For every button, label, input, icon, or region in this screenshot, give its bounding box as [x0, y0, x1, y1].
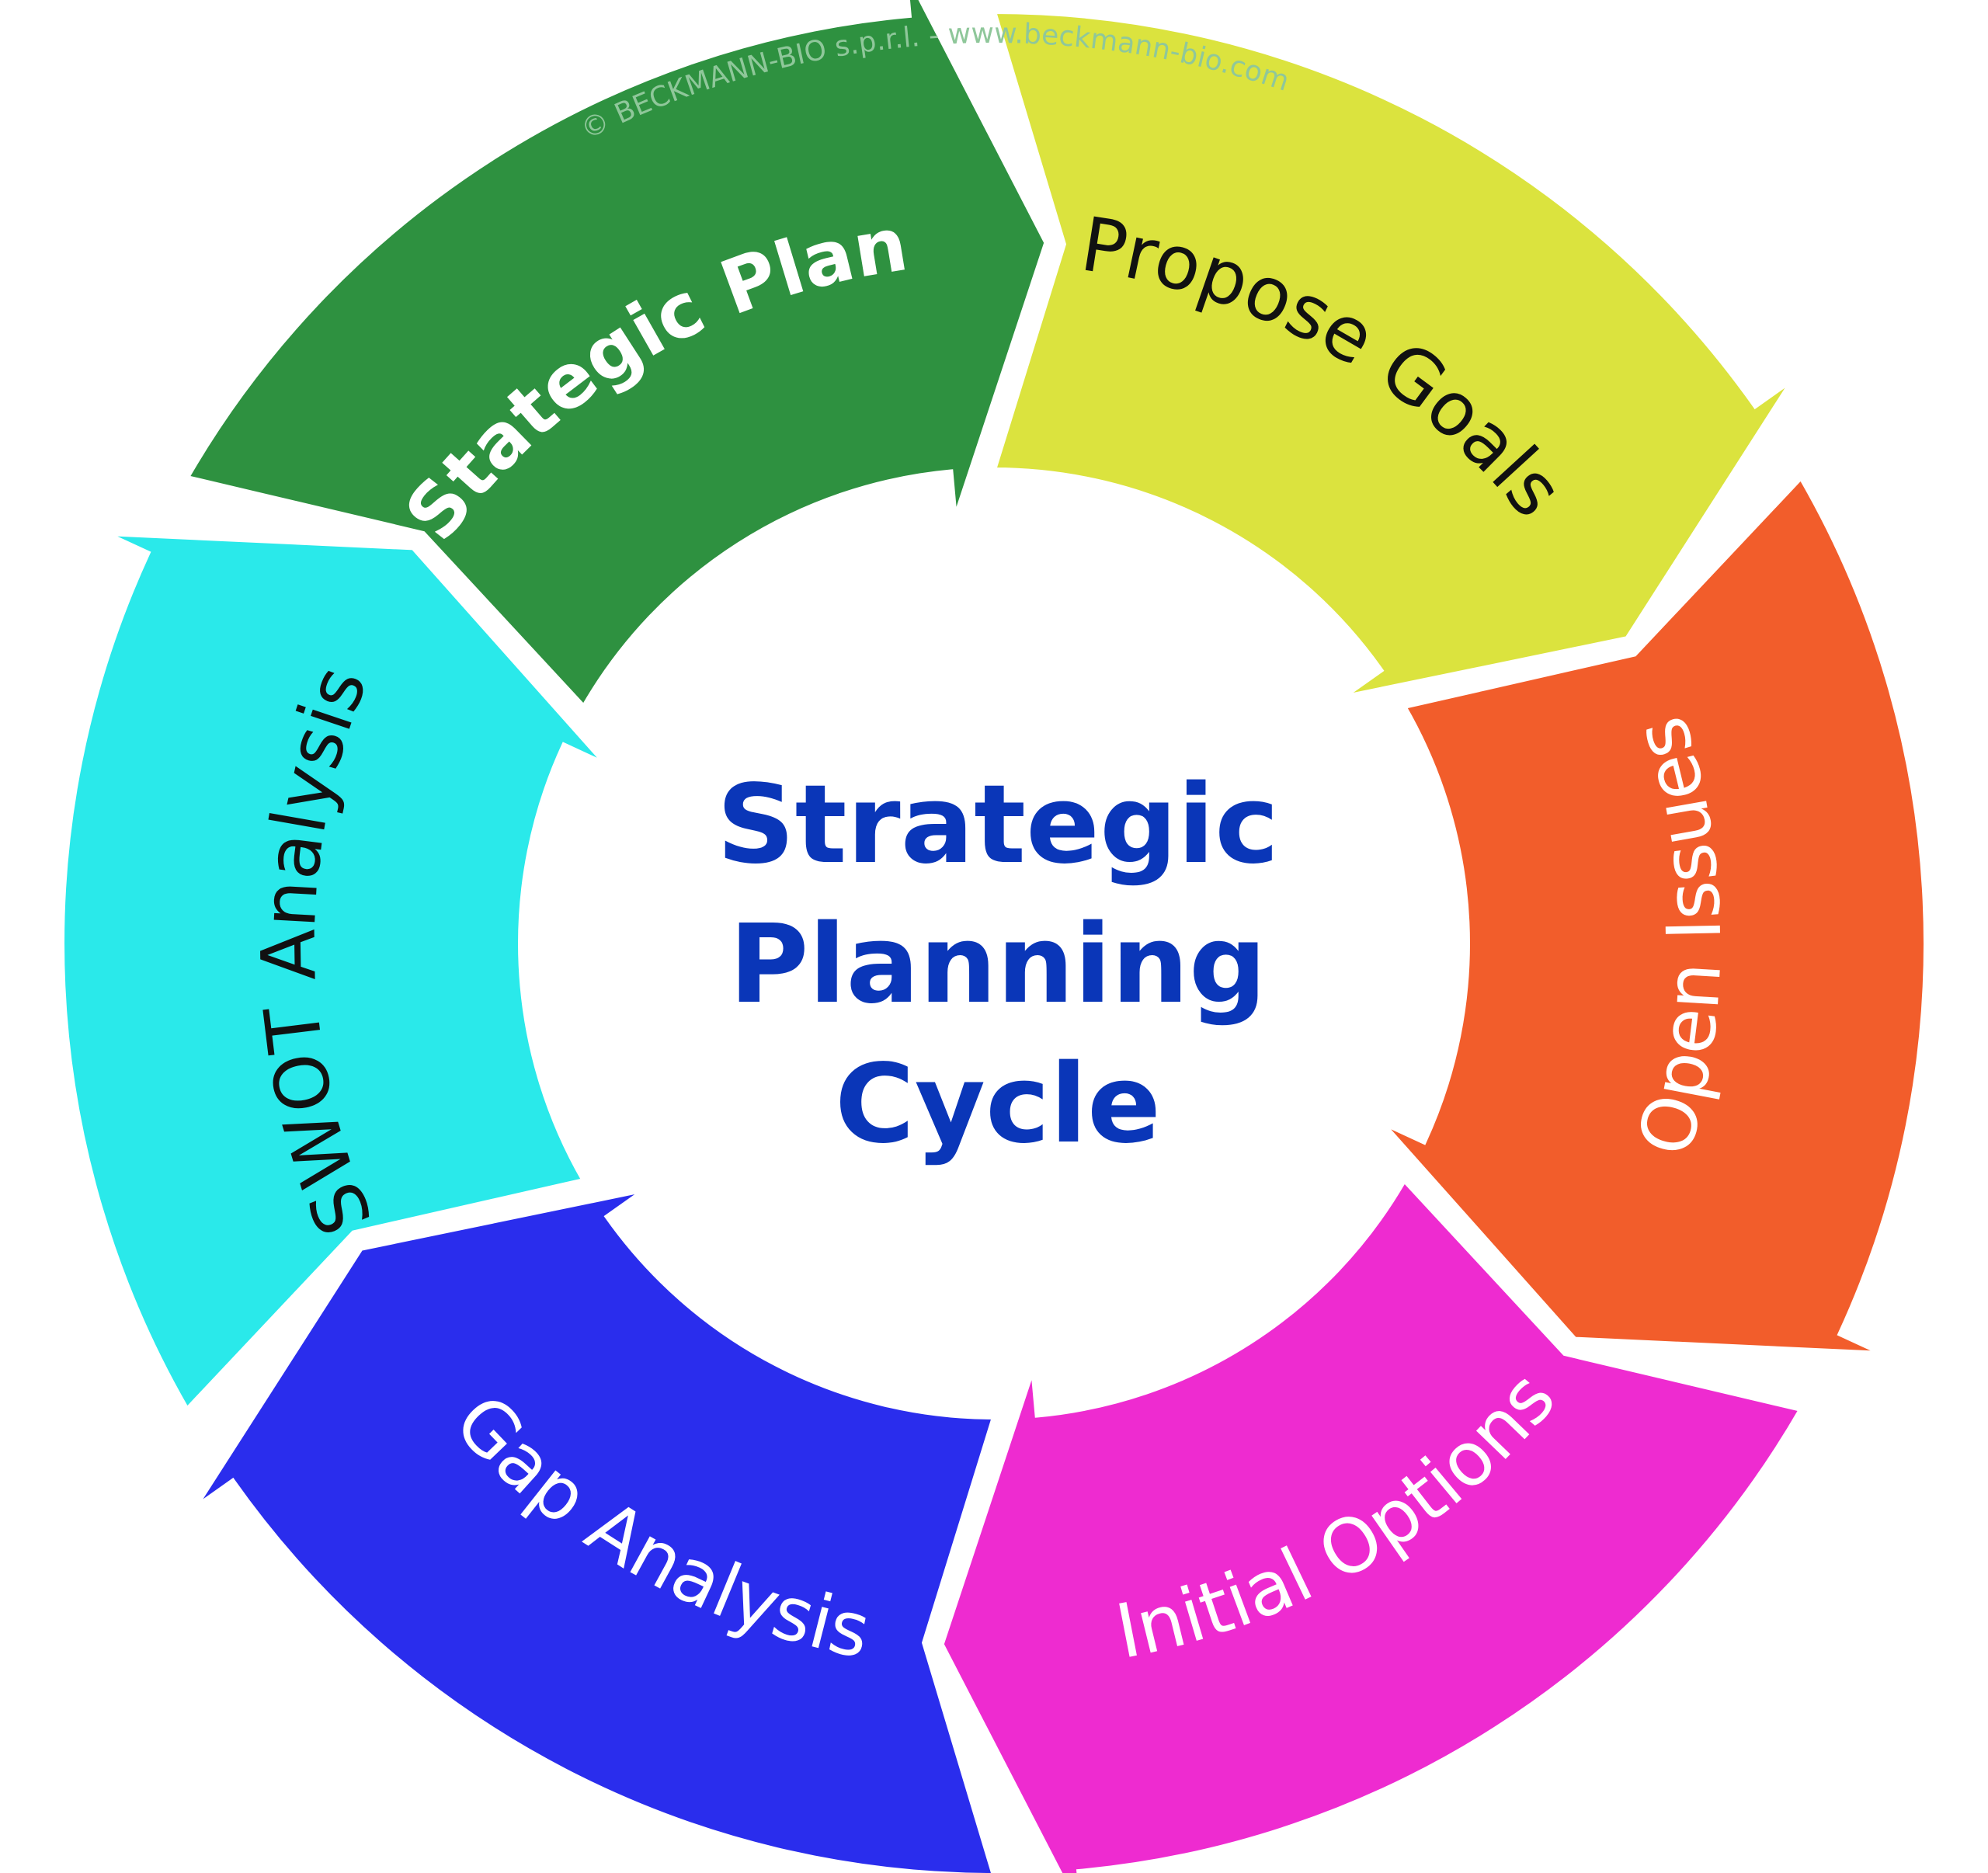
center-title: Strategic Planning Cycle	[717, 762, 1279, 1168]
cycle-arrow-2	[990, 9, 1795, 700]
center-title-line-3: Cycle	[835, 1041, 1161, 1168]
cycle-arrow-6	[60, 531, 608, 1413]
cycle-arrow-5	[193, 1187, 998, 1873]
center-title-line-2: Planning	[729, 902, 1267, 1028]
cycle-arrow-1	[183, 0, 1049, 711]
cycle-arrows	[60, 0, 1928, 1873]
center-title-line-1: Strategic	[717, 762, 1279, 888]
cycle-arrow-4	[939, 1176, 1805, 1873]
cycle-arrow-3	[1380, 474, 1928, 1356]
